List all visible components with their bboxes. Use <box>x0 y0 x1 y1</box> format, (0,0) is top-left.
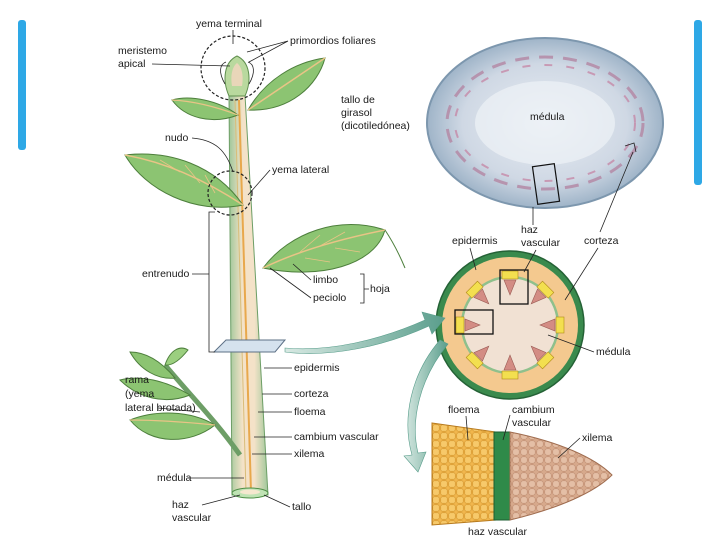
vascular-bundle-detail <box>431 422 613 526</box>
label-sec-medula: médula <box>596 346 631 358</box>
label-b-xilema: xilema <box>582 432 613 444</box>
arrow-to-bundle <box>403 339 449 473</box>
label-floema: floema <box>294 406 326 418</box>
cross-section-bundle <box>530 280 555 305</box>
label-yema-terminal: yema terminal <box>196 18 262 30</box>
label-epidermis: epidermis <box>294 362 340 374</box>
label-meristemo: meristemo <box>118 45 167 57</box>
section-plane <box>212 339 287 353</box>
label-entrenudo: entrenudo <box>142 268 189 280</box>
arrow-to-section <box>284 311 446 354</box>
cross-section-bundle <box>501 354 519 380</box>
leaf-mid-left <box>124 153 244 208</box>
label-dicotiledonea: (dicotiledónea) <box>341 120 410 132</box>
bundle-highlight-box <box>499 269 529 305</box>
stem-cross-section <box>435 250 585 400</box>
label-peciolo: peciolo <box>313 292 346 304</box>
bundle-xylem <box>509 431 613 521</box>
leaf-right-blade <box>262 224 386 273</box>
plant-illustration <box>119 35 406 499</box>
label-b-cambium: cambium <box>512 404 555 416</box>
label-micro-medula: médula <box>530 111 565 123</box>
label-sec-haz: haz <box>521 224 538 236</box>
label-b-vascular: vascular <box>512 417 552 429</box>
bundle-zoom-box <box>454 309 494 335</box>
label-medula: médula <box>157 472 192 484</box>
cross-section-bundle <box>539 316 565 334</box>
label-b-floema: floema <box>448 404 480 416</box>
label-primordios-foliares: primordios foliares <box>290 35 376 47</box>
label-tallo-de: tallo de <box>341 94 375 106</box>
label-sec-epidermis: epidermis <box>452 235 498 247</box>
cross-section-bundle <box>501 270 519 296</box>
label-xilema: xilema <box>294 448 325 460</box>
label-rama: rama <box>125 374 149 386</box>
label-yema-lateral: yema lateral <box>272 164 329 176</box>
cross-section-bundle <box>455 316 481 334</box>
cross-section-bundle <box>465 345 490 370</box>
cross-section-bundle <box>530 345 555 370</box>
bundle-cambium <box>493 431 511 521</box>
label-hoja: hoja <box>370 283 390 295</box>
label-cambium-vascular: cambium vascular <box>294 431 379 443</box>
label-sec-corteza: corteza <box>584 235 619 247</box>
label-apical: apical <box>118 58 145 70</box>
section-labels: epidermis haz vascular corteza médula <box>452 151 634 358</box>
label-corteza: corteza <box>294 388 329 400</box>
label-haz: haz <box>172 499 189 511</box>
plant-labels: yema terminal primordios foliares merist… <box>118 18 390 524</box>
label-b-haz-vascular: haz vascular <box>468 526 527 538</box>
branch <box>163 363 243 457</box>
label-nudo: nudo <box>165 132 189 144</box>
label-yema-paren: (yema <box>125 388 154 400</box>
label-tallo: tallo <box>292 501 311 513</box>
label-sec-vascular: vascular <box>521 237 561 249</box>
label-vascular: vascular <box>172 512 212 524</box>
sunflower-micrograph <box>426 37 664 209</box>
micro-bundle-box <box>531 162 561 206</box>
node-zoom-circle <box>207 170 253 216</box>
right-accent-bar <box>694 20 702 185</box>
bundle-labels: floema cambium vascular xilema haz vascu… <box>448 404 613 538</box>
cross-section-bundles <box>455 270 565 380</box>
cross-section-bundle <box>465 280 490 305</box>
micrograph-labels: tallo de girasol (dicotiledónea) médula <box>341 94 565 132</box>
left-accent-bar <box>18 20 26 150</box>
vascular-strand <box>238 99 252 493</box>
label-limbo: limbo <box>313 274 338 286</box>
bundle-phloem <box>431 422 497 526</box>
label-girasol: girasol <box>341 107 372 119</box>
